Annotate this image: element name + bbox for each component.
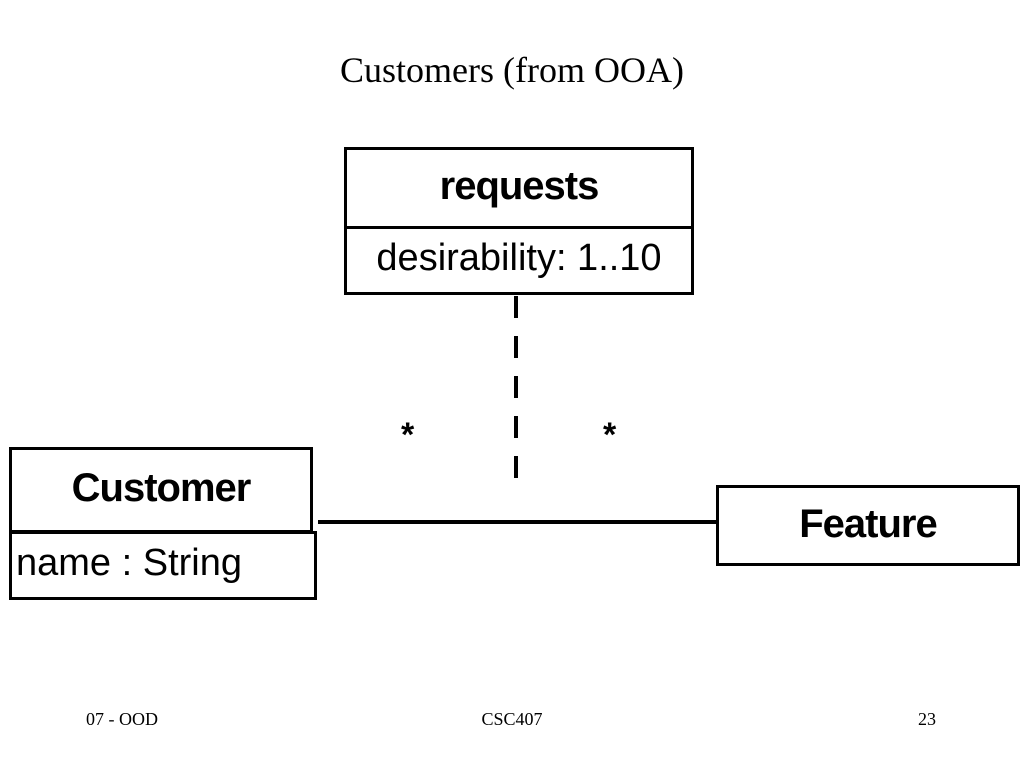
footer-page-number: 23 xyxy=(918,709,936,729)
class-name: Customer xyxy=(71,466,252,510)
multiplicity-customer-end: * xyxy=(401,416,415,454)
association-class-requests: requests desirability: 1..10 xyxy=(344,147,694,295)
class-attribute: desirability: 1..10 xyxy=(347,226,691,292)
class-name: requests xyxy=(439,164,600,208)
footer-chapter: 07 - OOD xyxy=(86,709,158,729)
multiplicity-feature-end: * xyxy=(603,416,617,454)
class-customer: Customer xyxy=(9,447,313,533)
class-feature: Feature xyxy=(716,485,1020,566)
footer-course: CSC407 xyxy=(481,709,543,729)
class-name: Feature xyxy=(799,502,938,546)
slide-title: Customers (from OOA) xyxy=(340,50,684,90)
class-customer-attribute: name : String xyxy=(9,531,317,600)
